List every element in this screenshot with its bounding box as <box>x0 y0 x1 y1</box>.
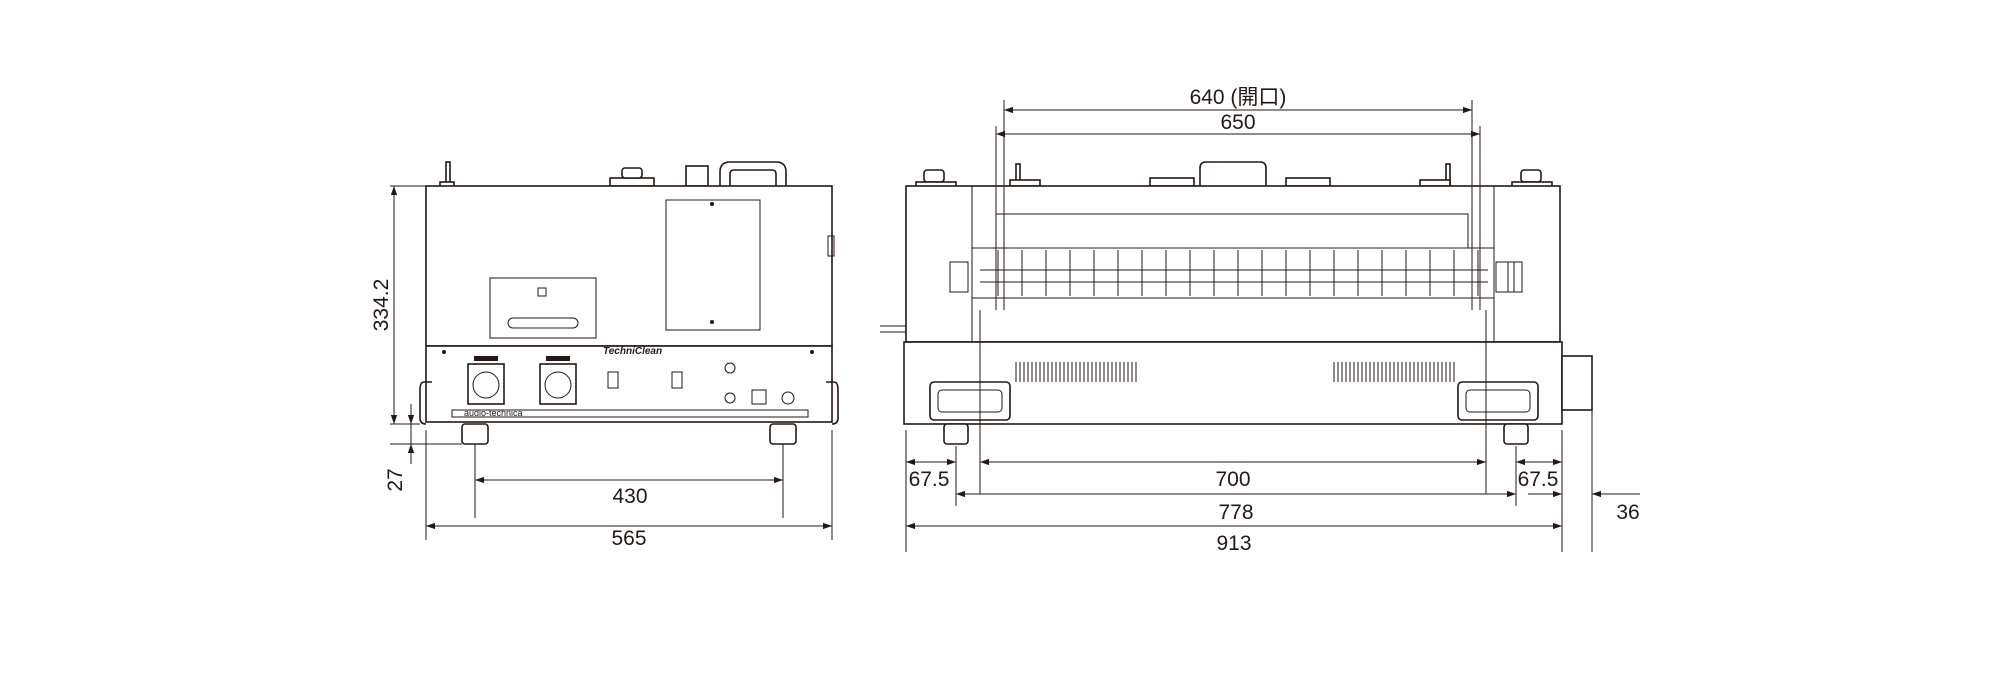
front-view: 640 (開口) 650 67.5 700 67.5 778 913 36 <box>880 86 1640 555</box>
knob-base <box>609 177 655 187</box>
dim-height-total: 334.2 <box>370 279 393 332</box>
dim-opening-width: 640 (開口) <box>1190 86 1287 109</box>
switch <box>607 371 619 389</box>
side-window <box>665 199 761 331</box>
brand-logo: TechniClean <box>603 346 662 357</box>
dim-right-overhang: 67.5 <box>1518 468 1559 491</box>
foot <box>461 423 489 445</box>
dim-outer-span: 778 <box>1218 501 1253 524</box>
right-handle <box>1457 381 1539 421</box>
dim-foot-spacing: 430 <box>612 485 647 508</box>
dim-center-span: 700 <box>1215 468 1250 491</box>
maker-label: audio-technica <box>464 408 523 418</box>
carry-handle <box>1199 161 1267 186</box>
left-handle <box>929 381 1011 421</box>
foot <box>943 423 969 445</box>
left-dial <box>467 363 505 405</box>
right-dial <box>539 363 577 405</box>
dim-inner-width: 650 <box>1220 111 1255 134</box>
brush-slots <box>980 250 1488 296</box>
dim-left-overhang: 67.5 <box>909 468 950 491</box>
dim-foot-height: 27 <box>384 468 407 491</box>
side-protrusion <box>1561 355 1593 411</box>
dim-total-width: 913 <box>1216 532 1251 555</box>
vent-slots <box>1015 362 1455 382</box>
side-view: TechniClean audio-technica 334.2 27 430 … <box>370 161 839 550</box>
foot <box>1503 423 1529 445</box>
front-upper-body <box>905 185 1561 343</box>
side-upper-body <box>425 185 833 347</box>
switch <box>671 371 683 389</box>
dim-depth-total: 565 <box>611 527 646 550</box>
carry-handle <box>719 161 787 186</box>
side-panel <box>489 277 597 339</box>
foot <box>769 423 797 445</box>
dim-side-protrusion: 36 <box>1616 501 1639 524</box>
